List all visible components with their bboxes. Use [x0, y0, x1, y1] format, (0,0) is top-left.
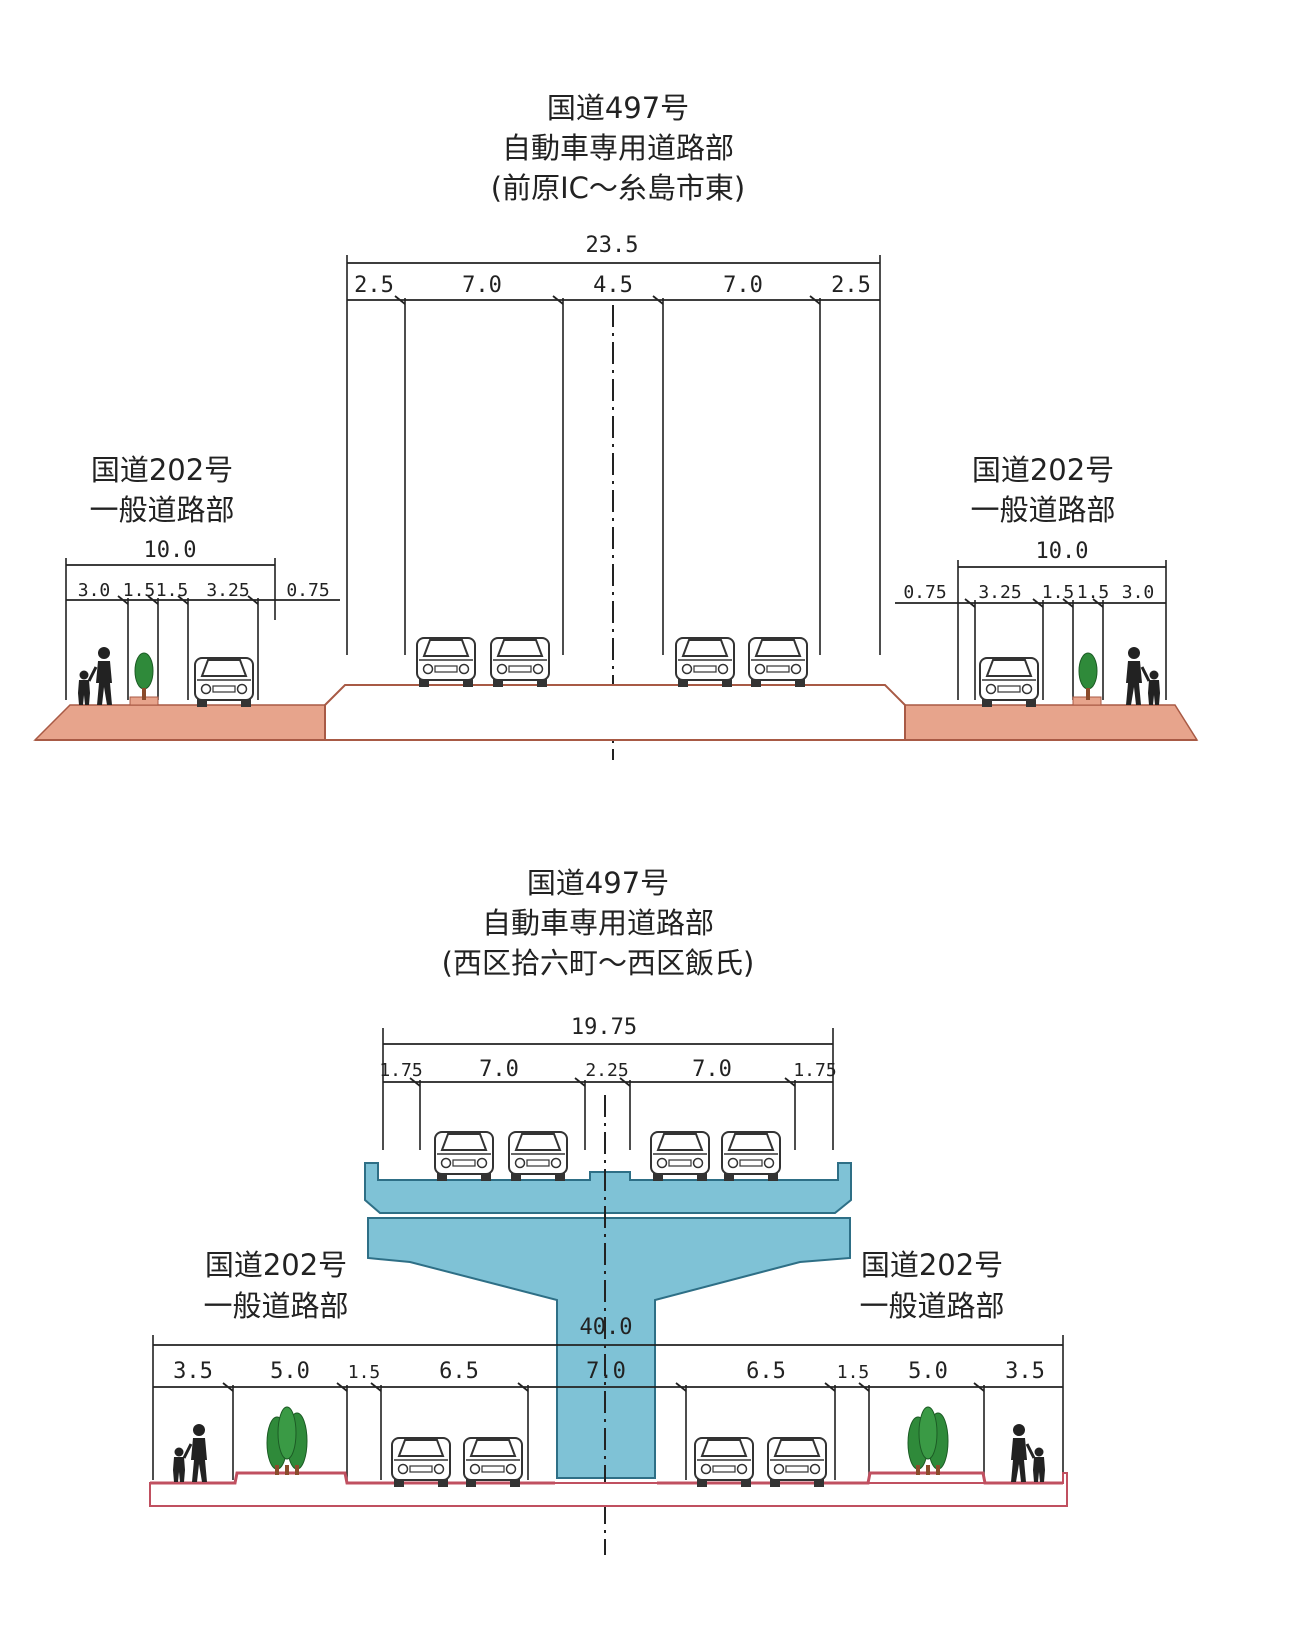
- car-icon: [490, 637, 550, 688]
- car-icon: [979, 657, 1039, 708]
- lower-title-line-2: 自動車専用道路部: [482, 906, 714, 940]
- lower-ground-total: 40.0: [580, 1315, 633, 1340]
- upper-left-part-3: 1.5: [156, 580, 189, 601]
- lower-deck-part-5: 1.75: [793, 1060, 836, 1081]
- upper-right-total: 10.0: [1036, 539, 1089, 564]
- upper-title-line-2: 自動車専用道路部: [502, 131, 734, 165]
- lower-deck-part-4: 7.0: [692, 1057, 732, 1082]
- lower-left-road-line-2: 一般道路部: [203, 1289, 348, 1323]
- upper-left-ground: [33, 704, 326, 741]
- lower-bridge-pier: [367, 1217, 851, 1479]
- car-icon: [434, 1131, 494, 1182]
- upper-left-road-line-1: 国道202号: [91, 453, 233, 487]
- tree-icon: [134, 652, 154, 701]
- upper-main-part-2: 7.0: [462, 273, 502, 298]
- car-icon: [721, 1131, 781, 1182]
- lower-deck-part-1: 1.75: [379, 1060, 422, 1081]
- upper-right-part-3: 1.5: [1077, 582, 1110, 603]
- upper-title-line-1: 国道497号: [547, 91, 689, 125]
- lower-title-line-3: (西区拾六町〜西区飯氏): [442, 946, 755, 980]
- lower-ground-part-4: 6.5: [439, 1359, 479, 1384]
- pedestrian-icon: [1009, 1422, 1047, 1484]
- lower-ground-part-9: 3.5: [1005, 1359, 1045, 1384]
- lower-deck-part-3: 2.25: [585, 1060, 628, 1081]
- upper-section: 国道497号 自動車専用道路部 (前原IC〜糸島市東) 23.5 2.5 7.0…: [33, 91, 1199, 760]
- pedestrian-icon: [1124, 645, 1162, 707]
- upper-main-part-1: 2.5: [354, 273, 394, 298]
- lower-right-road-line-1: 国道202号: [861, 1248, 1003, 1282]
- car-icon: [416, 637, 476, 688]
- upper-right-ground: [904, 704, 1199, 741]
- car-icon: [391, 1437, 451, 1488]
- upper-right-part-2: 1.5: [1042, 582, 1075, 603]
- upper-main-part-5: 2.5: [831, 273, 871, 298]
- upper-right-road-line-1: 国道202号: [972, 453, 1114, 487]
- car-icon: [508, 1131, 568, 1182]
- lower-section: 国道497号 自動車専用道路部 (西区拾六町〜西区飯氏) 19.75 1.75 …: [149, 866, 1068, 1555]
- lower-deck-part-2: 7.0: [479, 1057, 519, 1082]
- upper-left-part-1: 3.0: [78, 580, 111, 601]
- car-icon: [748, 637, 808, 688]
- lower-ground-part-2: 5.0: [270, 1359, 310, 1384]
- tree-icon: [266, 1406, 308, 1476]
- lower-ground-part-1: 3.5: [173, 1359, 213, 1384]
- pedestrian-icon: [76, 645, 114, 707]
- upper-right-part-4: 3.0: [1122, 582, 1155, 603]
- lower-ground-part-7: 1.5: [837, 1362, 870, 1383]
- car-icon: [650, 1131, 710, 1182]
- upper-left-road-line-2: 一般道路部: [89, 493, 234, 527]
- car-icon: [463, 1437, 523, 1488]
- lower-deck-total: 19.75: [571, 1015, 637, 1040]
- car-icon: [675, 637, 735, 688]
- upper-left-total: 10.0: [144, 538, 197, 563]
- car-icon: [194, 657, 254, 708]
- upper-main-deck: [324, 684, 906, 741]
- upper-right-part-1: 3.25: [978, 582, 1021, 603]
- lower-ground-part-8: 5.0: [908, 1359, 948, 1384]
- lower-title-line-1: 国道497号: [527, 866, 669, 900]
- upper-left-part-4: 3.25: [206, 580, 249, 601]
- upper-main-part-3: 4.5: [593, 273, 633, 298]
- tree-icon: [1078, 652, 1098, 701]
- upper-main-total: 23.5: [586, 233, 639, 258]
- lower-ground-part-6: 6.5: [746, 1359, 786, 1384]
- upper-main-part-4: 7.0: [723, 273, 763, 298]
- upper-title-line-3: (前原IC〜糸島市東): [491, 171, 745, 205]
- upper-right-road-line-2: 一般道路部: [970, 493, 1115, 527]
- lower-ground-part-5: 7.0: [586, 1359, 626, 1384]
- lower-right-road-line-2: 一般道路部: [859, 1289, 1004, 1323]
- car-icon: [767, 1437, 827, 1488]
- upper-right-gap: 0.75: [903, 582, 946, 603]
- car-icon: [694, 1437, 754, 1488]
- pedestrian-icon: [171, 1422, 209, 1484]
- tree-icon: [907, 1406, 949, 1476]
- lower-left-road-line-1: 国道202号: [205, 1248, 347, 1282]
- lower-bridge-deck: [364, 1162, 852, 1214]
- lower-ground-part-3: 1.5: [348, 1362, 381, 1383]
- upper-left-gap: 0.75: [286, 580, 329, 601]
- upper-left-part-2: 1.5: [123, 580, 156, 601]
